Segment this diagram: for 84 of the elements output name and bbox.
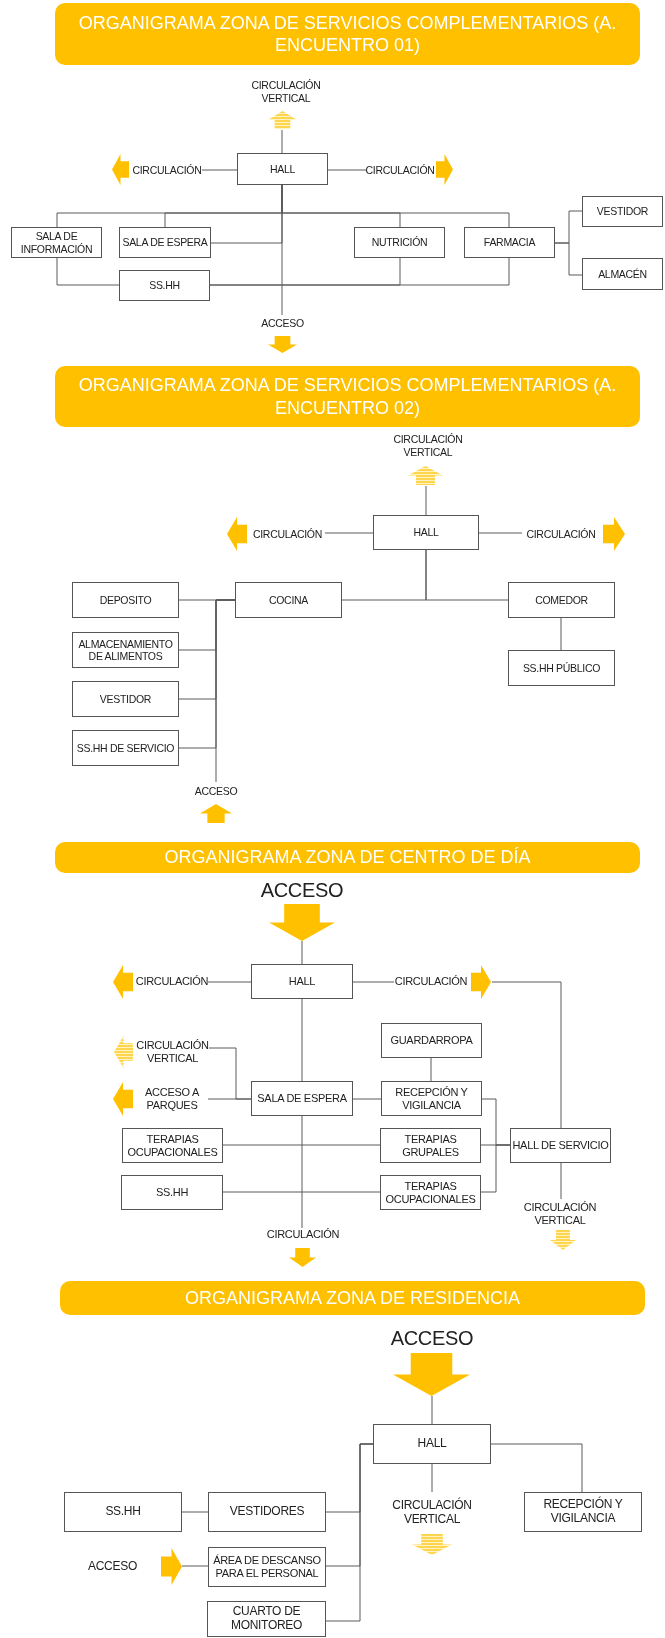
connector-line <box>181 1511 209 1513</box>
area-label: CIRCULACIÓN VERTICAL <box>522 1200 598 1228</box>
connector-line <box>554 242 583 276</box>
room-box: SALA DE INFORMACIÓN <box>11 227 102 258</box>
connector-line <box>352 981 395 983</box>
area-label: CIRCULACIÓN <box>394 975 468 989</box>
connector-line <box>560 1162 562 1200</box>
room-box: ALMACENAMIENTO DE ALIMENTOS <box>72 632 179 668</box>
room-box: HALL DE SERVICIO <box>510 1128 611 1163</box>
connector-line <box>281 129 283 154</box>
connector-line <box>480 1144 511 1193</box>
area-label: ACCESO <box>194 784 238 798</box>
connector-line <box>352 1098 382 1100</box>
connector-line <box>209 257 510 286</box>
room-box: SS.HH <box>121 1175 223 1210</box>
room-box: COMEDOR <box>508 582 615 618</box>
room-box: SS.HH <box>119 270 210 301</box>
room-box: TERAPIAS GRUPALES <box>380 1128 481 1163</box>
connector-line <box>560 617 562 651</box>
room-box: COCINA <box>235 582 342 618</box>
room-box: TERAPIAS OCUPACIONALES <box>122 1128 223 1163</box>
room-box: HALL <box>373 1424 491 1464</box>
area-label: CIRCULACIÓN <box>135 975 209 989</box>
connector-line <box>425 485 427 516</box>
connector-line <box>491 981 562 1129</box>
title-banner: ORGANIGRAMA ZONA DE RESIDENCIA <box>60 1281 645 1315</box>
area-label: CIRCULACIÓN VERTICAL <box>391 1497 473 1527</box>
room-box: SS.HH <box>64 1492 182 1532</box>
title-banner: ORGANIGRAMA ZONA DE SERVICIOS COMPLEMENTARIOS (A. ENCUENTRO 01) <box>55 3 640 65</box>
connector-line <box>201 169 238 171</box>
title-banner: ORGANIGRAMA ZONA DE CENTRO DE DÍA <box>55 842 640 873</box>
connector-line <box>430 1057 432 1082</box>
connector-line <box>431 1463 433 1493</box>
room-box: TERAPIAS OCUPACIONALES <box>380 1175 481 1210</box>
room-box: SS.HH PÚBLICO <box>508 650 615 686</box>
room-box: NUTRICIÓN <box>354 227 445 258</box>
area-label: CIRCULACIÓN <box>132 163 202 177</box>
area-label: CIRCULACIÓN VERTICAL <box>136 1038 209 1066</box>
connector-line <box>222 1191 381 1193</box>
room-box: FARMACIA <box>464 227 555 258</box>
connector-line <box>222 1144 381 1146</box>
room-box: VESTIDORES <box>208 1492 326 1532</box>
room-box: VESTIDOR <box>72 681 179 717</box>
room-box: GUARDARROPA <box>381 1023 482 1058</box>
connector-line <box>490 1443 583 1493</box>
room-box: DEPOSITO <box>72 582 179 618</box>
area-label: CIRCULACIÓN <box>252 527 322 541</box>
area-label: ACCESO <box>261 316 304 330</box>
connector-line <box>207 981 252 983</box>
connector-line <box>181 1565 209 1567</box>
connector-line <box>425 549 509 601</box>
connector-line <box>301 940 303 965</box>
area-label: CIRCULACIÓN <box>266 1228 340 1242</box>
room-box: RECEPCIÓN Y VIGILANCIA <box>381 1081 482 1116</box>
room-box: VESTIDOR <box>582 196 663 227</box>
room-box: HALL <box>373 515 479 550</box>
connector-line <box>324 532 374 534</box>
connector-line <box>327 169 367 171</box>
room-box: SALA DE ESPERA <box>119 227 211 258</box>
room-box: ÁREA DE DESCANSO PARA EL PERSONAL <box>208 1547 326 1587</box>
room-box: ALMACÉN <box>582 258 663 290</box>
connector-line <box>207 1098 252 1100</box>
room-box: HALL <box>237 153 328 185</box>
area-label: CIRCULACIÓN VERTICAL <box>392 433 464 459</box>
room-box: CUARTO DE MONITOREO <box>207 1601 326 1637</box>
title-banner: ORGANIGRAMA ZONA DE SERVICIOS COMPLEMENTARIOS (A. ENCUENTRO 02) <box>55 366 640 427</box>
area-label: ACCESO <box>260 877 344 902</box>
connector-line <box>431 1395 433 1425</box>
room-box: SS.HH DE SERVICIO <box>72 730 179 766</box>
area-label: ACCESO A PARQUES <box>144 1085 200 1113</box>
room-box: SALA DE ESPERA <box>251 1081 353 1116</box>
connector-line <box>301 998 303 1082</box>
area-label: CIRCULACIÓN <box>526 527 596 541</box>
connector-line <box>215 599 236 783</box>
area-label: ACCESO <box>390 1325 474 1350</box>
connector-line <box>325 1443 374 1622</box>
area-label: CIRCULACIÓN VERTICAL <box>250 79 322 105</box>
area-label: CIRCULACIÓN <box>365 163 435 177</box>
area-label: ACCESO <box>88 1558 137 1574</box>
room-box: RECEPCIÓN Y VIGILANCIA <box>524 1492 642 1532</box>
connector-line <box>301 1115 303 1229</box>
room-box: HALL <box>251 964 353 999</box>
connector-line <box>478 532 523 534</box>
connector-line <box>56 257 120 286</box>
